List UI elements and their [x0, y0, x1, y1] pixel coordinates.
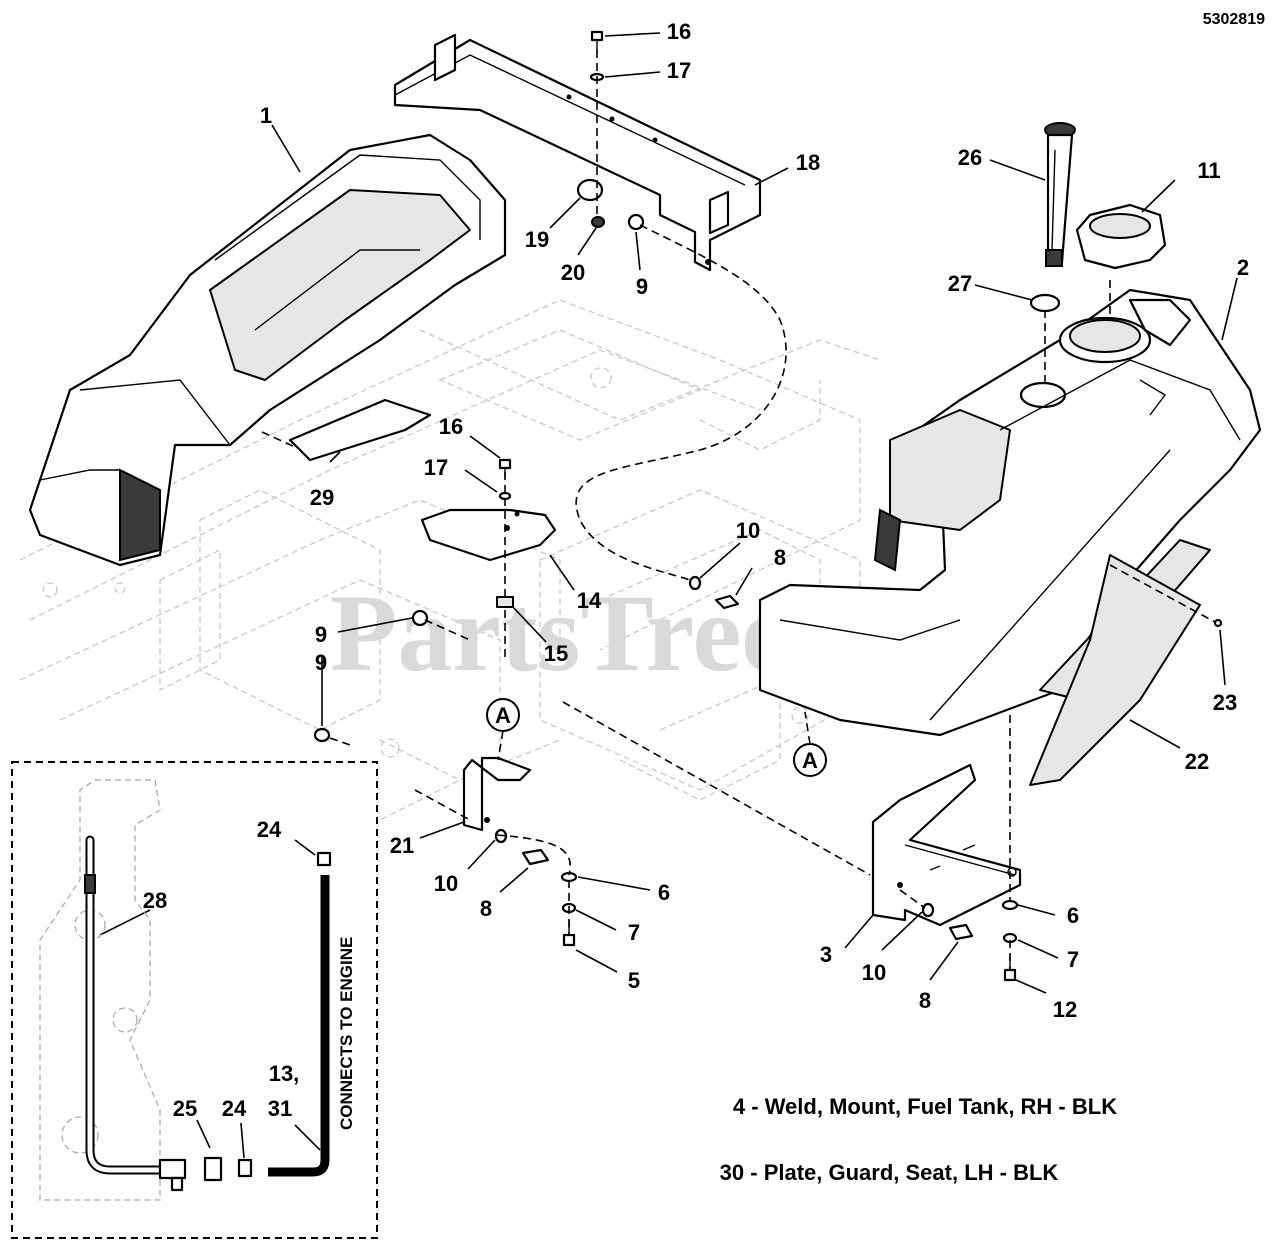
callout-8a: 8	[774, 545, 786, 570]
assembly-lines	[329, 50, 1216, 970]
seat-guard-plate	[261, 398, 432, 462]
callout-6b: 6	[1067, 903, 1079, 928]
callout-16b: 16	[439, 414, 463, 439]
reference-mark-a-1: A	[486, 698, 520, 761]
callout-17b: 17	[424, 455, 448, 480]
svg-text:A: A	[802, 748, 818, 773]
fuel-line-inset: CONNECTS TO ENGINE	[11, 761, 378, 1239]
fuel-gauge	[1044, 122, 1076, 267]
callout-9b: 9	[315, 622, 327, 647]
callout-19: 19	[525, 227, 549, 252]
callout-labels: 1 2 3 5 6 6 7 7 8 8 8 9 9 9 10 10 10 11 …	[143, 19, 1249, 1121]
callout-17a: 17	[667, 58, 691, 83]
callout-24a: 24	[257, 817, 282, 842]
callout-6a: 6	[658, 880, 670, 905]
callout-26: 26	[958, 145, 982, 170]
note-part-4: 4 - Weld, Mount, Fuel Tank, RH - BLK	[733, 1094, 1117, 1119]
hardware	[313, 30, 1223, 982]
callout-10b: 10	[434, 871, 458, 896]
callout-8b: 8	[480, 896, 492, 921]
rh-tank-mount	[871, 763, 1022, 927]
callout-20: 20	[561, 260, 585, 285]
document-id: 5302819	[1203, 11, 1265, 28]
callout-10a: 10	[736, 518, 760, 543]
callout-5: 5	[628, 968, 640, 993]
lh-tank-mount	[462, 756, 532, 832]
callout-15: 15	[544, 641, 568, 666]
seat-support-bracket	[393, 33, 762, 272]
gauge-grommet	[1029, 293, 1061, 313]
callout-2: 2	[1237, 255, 1249, 280]
callout-9c: 9	[315, 650, 327, 675]
callout-3: 3	[820, 942, 832, 967]
callout-21: 21	[390, 833, 414, 858]
callout-31: 31	[268, 1096, 292, 1121]
callout-9a: 9	[636, 274, 648, 299]
callout-22: 22	[1185, 749, 1209, 774]
callout-16a: 16	[667, 19, 691, 44]
callout-23: 23	[1213, 690, 1237, 715]
callout-27: 27	[948, 271, 972, 296]
note-part-30: 30 - Plate, Guard, Seat, LH - BLK	[720, 1160, 1059, 1185]
clip-nut	[496, 596, 514, 608]
callout-10c: 10	[862, 960, 886, 985]
callout-18: 18	[796, 150, 820, 175]
seat-pan	[28, 133, 507, 567]
tank-guard-plate	[1029, 554, 1201, 786]
callout-24b: 24	[222, 1096, 247, 1121]
callout-29: 29	[310, 485, 334, 510]
cover-plate	[420, 508, 557, 562]
fuel-cap	[1075, 203, 1167, 270]
callout-14: 14	[577, 588, 602, 613]
callout-28: 28	[143, 888, 167, 913]
callout-1: 1	[260, 103, 272, 128]
callout-7a: 7	[628, 920, 640, 945]
fuel-tank	[758, 288, 1262, 737]
callout-13: 13,	[269, 1061, 300, 1086]
ghost-tractor-frame	[19, 299, 881, 821]
connects-to-engine-label: CONNECTS TO ENGINE	[337, 937, 356, 1130]
reference-mark-a-2: A	[793, 711, 827, 777]
svg-text:A: A	[495, 703, 511, 728]
leader-lines	[99, 32, 1238, 1159]
callout-11: 11	[1197, 158, 1220, 183]
callout-12: 12	[1053, 997, 1077, 1022]
watermark: PartsTree	[330, 572, 790, 694]
callout-25: 25	[173, 1096, 197, 1121]
callout-8c: 8	[919, 988, 931, 1013]
callout-7b: 7	[1067, 947, 1079, 972]
